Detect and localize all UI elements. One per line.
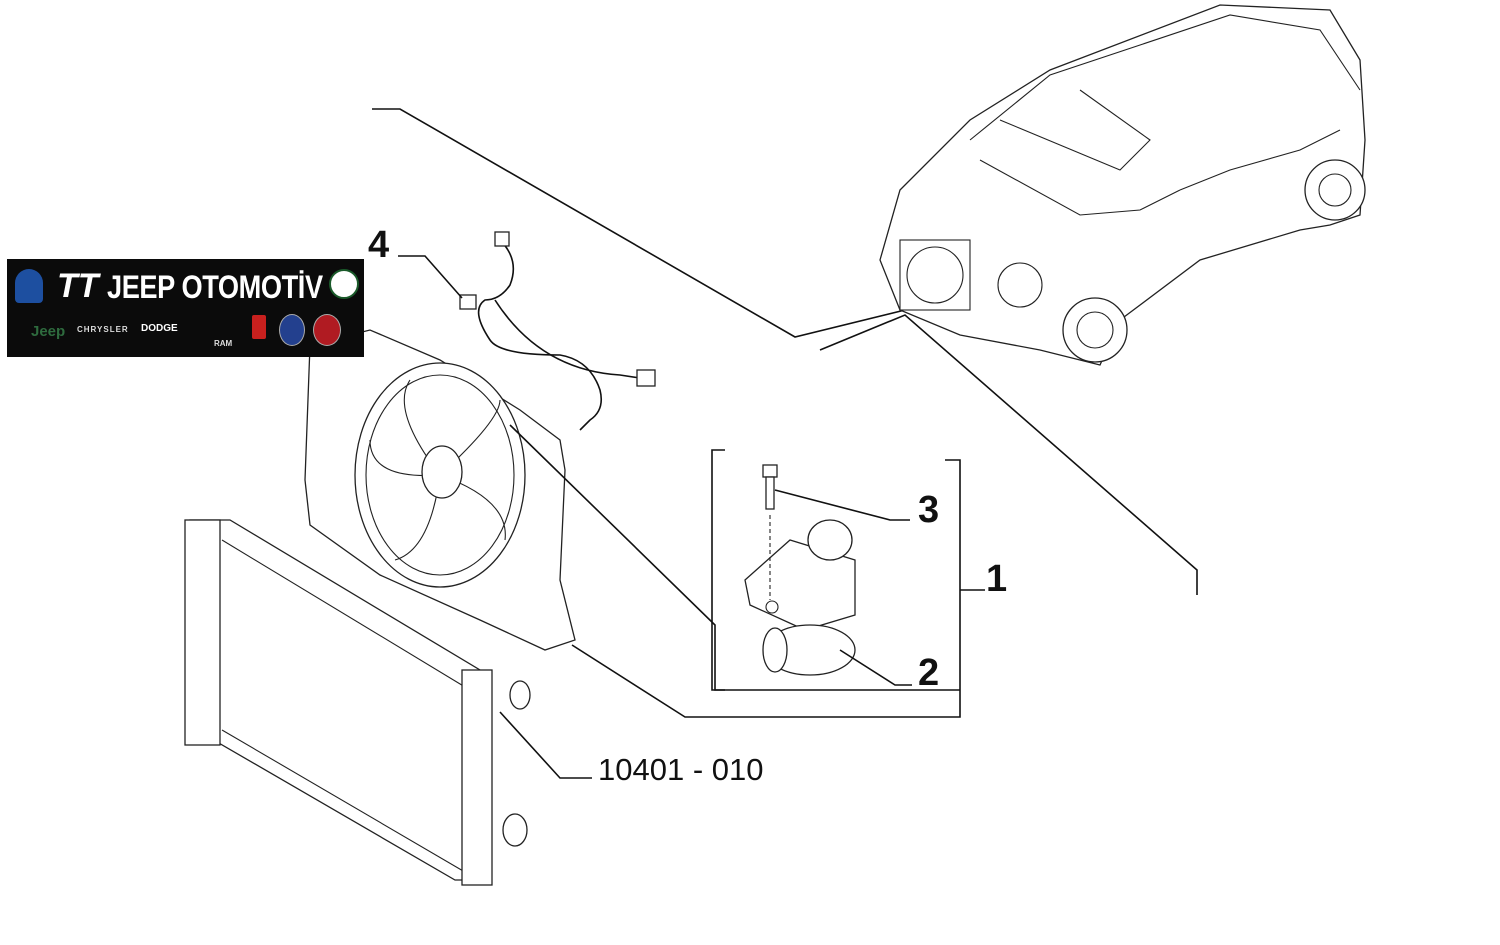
leader-line-2: [839, 649, 912, 686]
ram-logo: RAM: [214, 339, 233, 348]
part-number-label: 10401 - 010: [598, 752, 763, 787]
bolt: [762, 464, 778, 600]
fan-resistor: [744, 519, 856, 676]
alfa-romeo-logo: [329, 269, 359, 299]
jeep-logo: Jeep: [31, 323, 66, 340]
fan-shroud-assembly: [304, 329, 576, 651]
wiring-harness: [459, 231, 656, 431]
chrysler-logo: CHRYSLER: [77, 325, 129, 334]
leader-line-3: [774, 489, 910, 521]
bracket-left: [711, 449, 725, 691]
callout-1: 1: [986, 558, 1007, 600]
logo-title: JEEP OTOMOTİV: [107, 269, 323, 305]
radiator: [184, 519, 531, 886]
dealer-logo-banner: TT JEEP OTOMOTİV Jeep CHRYSLER DODGE RAM: [7, 259, 364, 357]
mopar-logo: [15, 269, 43, 303]
callout-3: 3: [918, 489, 939, 531]
lancia-logo: [279, 314, 305, 346]
leader-line-4: [398, 255, 463, 299]
leader-line-car-bottom: [819, 314, 1198, 595]
callout-2: 2: [918, 652, 939, 694]
leader-line-car-top: [372, 108, 906, 338]
car-radiator-grille: [899, 239, 971, 311]
callout-4: 4: [368, 224, 389, 266]
maserati-logo: [252, 315, 266, 339]
leader-line-part-number: [499, 711, 592, 779]
leader-line-shroud: [509, 424, 960, 691]
bracket-1: [571, 459, 961, 718]
car-illustration: [879, 4, 1366, 366]
dodge-logo: DODGE: [141, 323, 178, 334]
fiat-logo: [313, 314, 341, 346]
logo-monogram: TT: [57, 267, 99, 305]
